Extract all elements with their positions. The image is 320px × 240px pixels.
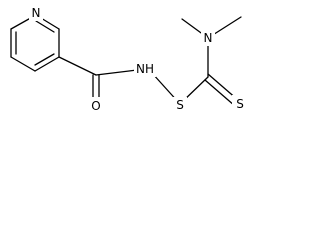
ring-bond-c6-n-inner	[35, 20, 55, 33]
bond-thione-2	[204, 79, 236, 107]
atom-label-dimethylamino-n: N	[204, 31, 213, 45]
ring-bond-c4-c5	[34, 56, 60, 72]
bond-ring-carbonyl	[58, 56, 97, 76]
atom-label-sulfenyl-s: S	[176, 98, 184, 112]
bonds	[10, 14, 242, 107]
atom-label-thione-s: S	[236, 97, 244, 111]
atom-label-carbonyl-o: O	[91, 99, 100, 113]
ring-bond-c3-c4	[10, 56, 36, 72]
ring-bond-c4-c5-inner	[34, 53, 55, 66]
chemical-structure-diagram: N O NH S S N	[10, 5, 246, 113]
atom-label-amide-nh: NH	[136, 62, 154, 76]
bond-carbonyl-nh	[95, 69, 138, 76]
atom-label-pyridine-n: N	[32, 6, 41, 20]
atom-labels: N O NH S S N	[29, 5, 246, 113]
